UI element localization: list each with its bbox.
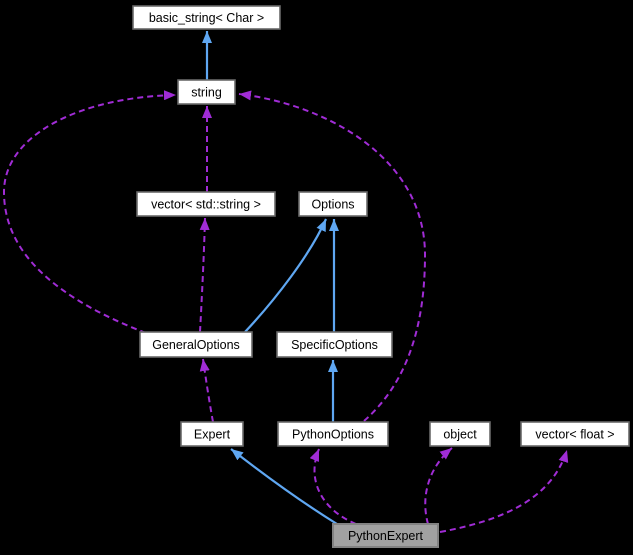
node-label: string xyxy=(191,86,222,100)
node-box xyxy=(276,331,393,358)
node-box xyxy=(132,5,281,30)
edge-general-options-to-options xyxy=(244,218,328,333)
node-options[interactable]: Options xyxy=(298,191,368,217)
node-python-expert: PythonExpert xyxy=(332,523,439,548)
node-general-options[interactable]: GeneralOptions xyxy=(139,331,253,358)
edge-general-options-to-vector-std-string xyxy=(199,217,210,333)
edge-python-expert-to-vector-float xyxy=(439,449,569,533)
node-layer: basic_string< Char > string vector< std:… xyxy=(132,5,630,548)
node-label: vector< float > xyxy=(535,428,614,442)
node-object[interactable]: object xyxy=(429,421,491,447)
edge-python-expert-to-object xyxy=(424,447,453,525)
edge-expert-to-general-options xyxy=(199,358,214,423)
node-label: Expert xyxy=(194,428,231,442)
node-box xyxy=(298,191,368,217)
node-box xyxy=(277,421,389,447)
edge-python-options-to-string xyxy=(238,90,427,422)
node-specific-options[interactable]: SpecificOptions xyxy=(276,331,393,358)
node-label: GeneralOptions xyxy=(152,338,240,352)
node-vector-float[interactable]: vector< float > xyxy=(520,421,630,447)
node-label: basic_string< Char > xyxy=(149,11,264,25)
node-expert[interactable]: Expert xyxy=(180,421,244,447)
node-string[interactable]: string xyxy=(177,79,236,105)
node-box xyxy=(180,421,244,447)
edge-general-options-to-string xyxy=(2,90,177,334)
edge-layer xyxy=(2,31,569,533)
edge-python-expert-to-expert xyxy=(230,448,338,525)
node-label: PythonExpert xyxy=(348,529,424,543)
node-label: vector< std::string > xyxy=(151,198,261,212)
node-vector-std-string[interactable]: vector< std::string > xyxy=(136,191,276,217)
node-label: object xyxy=(443,428,477,442)
node-box xyxy=(139,331,253,358)
node-label: SpecificOptions xyxy=(291,338,378,352)
edge-python-expert-to-python-options xyxy=(309,448,357,525)
node-label: PythonOptions xyxy=(292,428,374,442)
node-label: Options xyxy=(311,198,354,212)
node-python-options[interactable]: PythonOptions xyxy=(277,421,389,447)
node-box xyxy=(332,523,439,548)
node-box xyxy=(136,191,276,217)
node-box xyxy=(177,79,236,105)
node-box xyxy=(429,421,491,447)
node-basic-string-char[interactable]: basic_string< Char > xyxy=(132,5,281,30)
node-box xyxy=(520,421,630,447)
